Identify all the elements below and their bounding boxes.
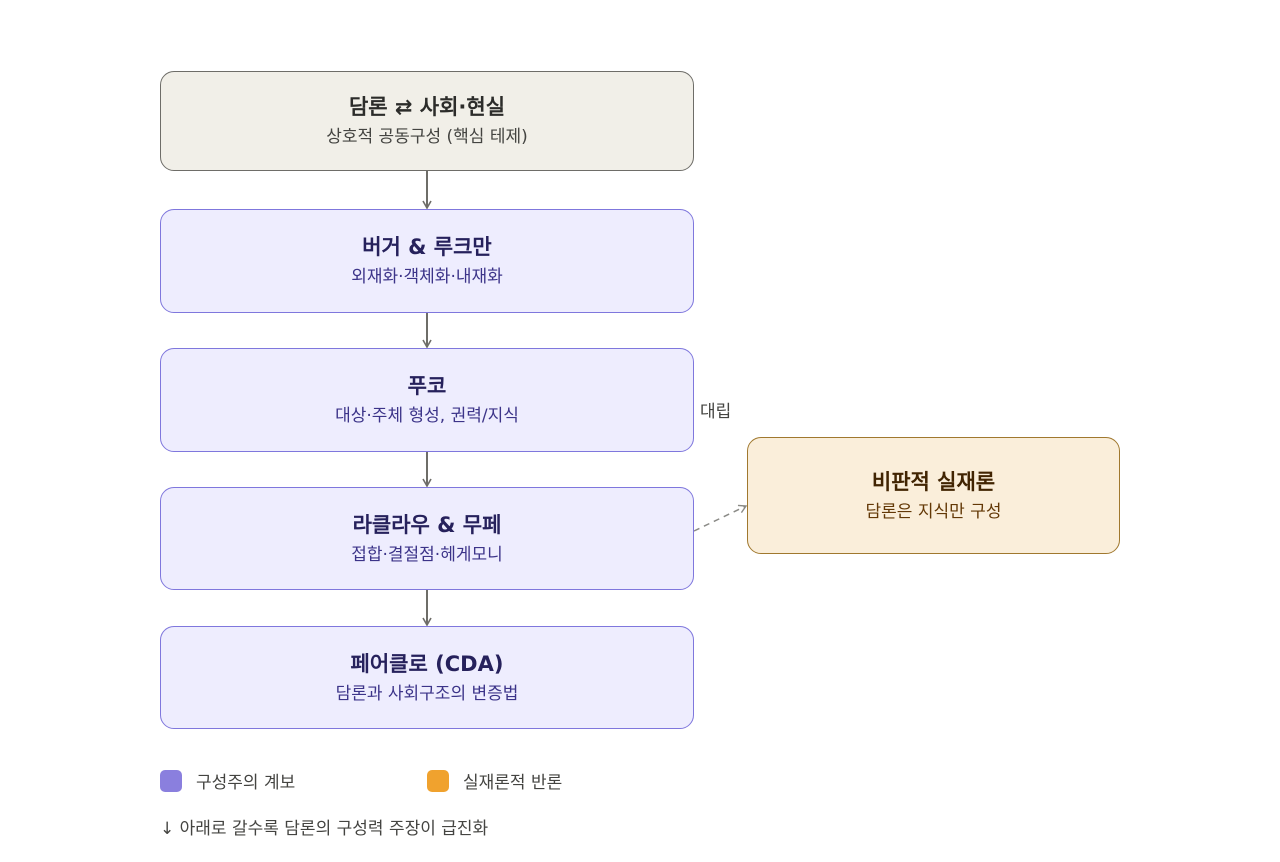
node-title: 라클라우 & 무페 <box>352 512 502 537</box>
edge-label-opposition: 대립 <box>700 402 732 422</box>
legend-label: 구성주의 계보 <box>196 773 296 793</box>
legend-realist: 실재론적 반론 <box>427 768 562 793</box>
node-title: 비판적 실재론 <box>871 469 996 494</box>
node-title: 페어클로 (CDA) <box>350 651 504 676</box>
node-title: 푸코 <box>407 374 447 398</box>
legend-constructivist: 구성주의 계보 <box>160 768 295 793</box>
node-subtitle: 외재화·객체화·내재화 <box>351 267 503 287</box>
node-title: 담론 ⇄ 사회·현실 <box>348 95 506 119</box>
node-fairclough: 페어클로 (CDA) 담론과 사회구조의 변증법 <box>160 626 694 729</box>
node-subtitle: 상호적 공동구성 (핵심 테제) <box>326 127 528 147</box>
node-foucault: 푸코 대상·주체 형성, 권력/지식 <box>160 348 694 452</box>
node-subtitle: 담론은 지식만 구성 <box>865 501 1002 522</box>
node-subtitle: 담론과 사회구조의 변증법 <box>335 683 519 704</box>
node-subtitle: 대상·주체 형성, 권력/지식 <box>335 406 519 426</box>
node-critical-realism: 비판적 실재론 담론은 지식만 구성 <box>747 437 1120 554</box>
legend-swatch <box>427 769 449 792</box>
footnote: ↓ 아래로 갈수록 담론의 구성력 주장이 급진화 <box>160 819 489 839</box>
legend-label: 실재론적 반론 <box>463 773 563 793</box>
dashed-arrow-to-realism <box>693 504 748 532</box>
node-title: 버거 & 루크만 <box>362 235 492 259</box>
node-berger-luckmann: 버거 & 루크만 외재화·객체화·내재화 <box>160 209 694 313</box>
node-laclau-mouffe: 라클라우 & 무페 접합·결절점·헤게모니 <box>160 487 694 590</box>
legend-swatch <box>160 769 182 792</box>
node-core-thesis: 담론 ⇄ 사회·현실 상호적 공동구성 (핵심 테제) <box>160 71 694 171</box>
node-subtitle: 접합·결절점·헤게모니 <box>351 544 503 565</box>
